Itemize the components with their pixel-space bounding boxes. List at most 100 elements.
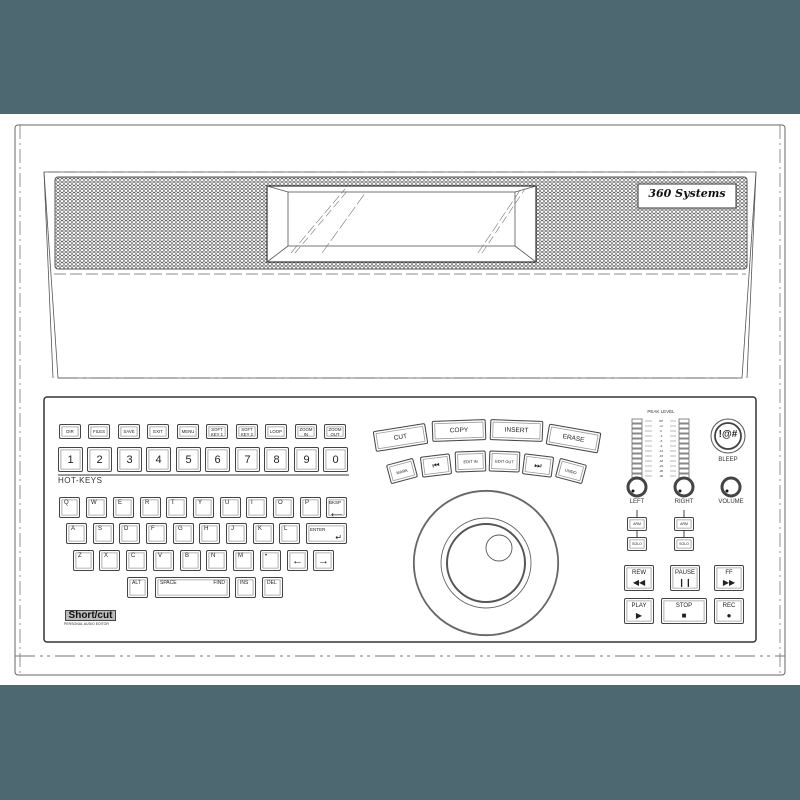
insert-button[interactable]: INSERT: [489, 419, 544, 442]
soft-key-1[interactable]: SOFT KEY 1: [206, 424, 228, 439]
key-t[interactable]: T: [166, 497, 187, 518]
play-button[interactable]: PLAY ▶: [624, 598, 654, 624]
jog-wheel[interactable]: [414, 491, 558, 635]
key-b[interactable]: B: [180, 550, 201, 571]
left-arm-button[interactable]: ARM: [627, 517, 647, 531]
number-key-2[interactable]: 2: [87, 447, 112, 472]
zoom-in-key[interactable]: ZOOM IN: [295, 424, 317, 439]
left-knob-label: LEFT: [629, 499, 645, 505]
backspace-arrow-icon: ⟵: [331, 510, 343, 519]
key-d[interactable]: D: [119, 523, 140, 544]
meter-scale-label: 0: [652, 429, 670, 433]
meter-scale-label: OP: [652, 419, 670, 423]
key-k[interactable]: K: [253, 523, 274, 544]
key-a[interactable]: A: [66, 523, 87, 544]
hotkeys-label: HOT-KEYS: [58, 476, 103, 485]
key-n[interactable]: N: [206, 550, 227, 571]
number-key-7[interactable]: 7: [235, 447, 260, 472]
record-label: REC: [722, 603, 736, 609]
key-z[interactable]: Z: [73, 550, 94, 571]
product-badge: Short/cut: [65, 610, 116, 621]
find-label: FIND: [213, 580, 225, 586]
volume-knob[interactable]: [720, 476, 742, 498]
meter-scale-label: -15: [652, 454, 670, 458]
key-i[interactable]: I: [246, 497, 267, 518]
jog-wheel-finger-dimple[interactable]: [486, 535, 512, 561]
pause-button[interactable]: PAUSE ❙❙: [670, 565, 700, 591]
fast-forward-button[interactable]: FF ▶▶: [714, 565, 744, 591]
number-key-9[interactable]: 9: [294, 447, 319, 472]
files-key[interactable]: FILES: [88, 424, 110, 439]
key-w[interactable]: W: [86, 497, 107, 518]
number-key-5[interactable]: 5: [176, 447, 201, 472]
play-icon: ▶: [635, 611, 643, 620]
enter-label: ENTER: [310, 527, 326, 532]
next-icon-button[interactable]: ⏭: [521, 453, 555, 478]
fast-forward-icon: ▶▶: [722, 578, 736, 587]
right-knob[interactable]: [673, 476, 695, 498]
left-arrow-key[interactable]: ←: [287, 550, 308, 571]
number-key-8[interactable]: 8: [264, 447, 289, 472]
left-solo-button[interactable]: SOLO: [627, 537, 647, 551]
left-knob[interactable]: [626, 476, 648, 498]
meter-scale-label: -9: [652, 444, 670, 448]
number-key-1[interactable]: 1: [58, 447, 83, 472]
loop-key[interactable]: LOOP: [265, 424, 287, 439]
zoom-out-key[interactable]: ZOOM OUT: [324, 424, 346, 439]
dir-key[interactable]: DIR: [59, 424, 81, 439]
key-period[interactable]: •: [260, 550, 281, 571]
key-q[interactable]: Q: [59, 497, 80, 518]
number-key-0[interactable]: 0: [323, 447, 348, 472]
space-find-key[interactable]: SPACE FIND: [155, 577, 230, 598]
ins-key[interactable]: INS: [235, 577, 256, 598]
meter-scale-label: -30: [652, 469, 670, 473]
right-arm-button[interactable]: ARM: [674, 517, 694, 531]
del-key[interactable]: DEL: [262, 577, 283, 598]
key-h[interactable]: H: [199, 523, 220, 544]
key-m[interactable]: M: [233, 550, 254, 571]
key-c[interactable]: C: [126, 550, 147, 571]
exit-key[interactable]: EXIT: [147, 424, 169, 439]
key-r[interactable]: R: [140, 497, 161, 518]
key-p[interactable]: P: [300, 497, 321, 518]
edit-in-button[interactable]: EDIT IN: [454, 450, 487, 473]
key-y[interactable]: Y: [193, 497, 214, 518]
bleep-label: BLEEP: [718, 457, 738, 463]
rewind-button[interactable]: REW ◀◀: [624, 565, 654, 591]
key-x[interactable]: X: [99, 550, 120, 571]
previous-icon-button[interactable]: ⏮: [419, 453, 453, 478]
play-label: PLAY: [631, 603, 647, 609]
menu-key[interactable]: MENU: [177, 424, 199, 439]
backspace-key[interactable]: BKSP ⟵: [326, 497, 347, 519]
volume-knob-label: VOLUME: [718, 499, 744, 505]
bleep-symbol-icon: !@#: [718, 429, 738, 440]
number-key-3[interactable]: 3: [117, 447, 142, 472]
right-arrow-key[interactable]: →: [313, 550, 334, 571]
record-button[interactable]: REC ●: [714, 598, 744, 624]
key-e[interactable]: E: [113, 497, 134, 518]
pause-label: PAUSE: [675, 570, 695, 576]
edit-out-button[interactable]: EDIT OUT: [488, 450, 521, 473]
key-v[interactable]: V: [153, 550, 174, 571]
key-o[interactable]: O: [273, 497, 294, 518]
right-solo-button[interactable]: SOLO: [674, 537, 694, 551]
stop-button[interactable]: STOP ■: [661, 598, 707, 624]
key-g[interactable]: G: [173, 523, 194, 544]
enter-arrow-icon: ↵: [335, 533, 342, 542]
enter-key[interactable]: ENTER ↵: [306, 523, 347, 544]
number-key-4[interactable]: 4: [146, 447, 171, 472]
meter-scale-label: -6: [652, 439, 670, 443]
key-f[interactable]: F: [146, 523, 167, 544]
key-u[interactable]: U: [220, 497, 241, 518]
number-key-6[interactable]: 6: [205, 447, 230, 472]
rewind-label: REW: [632, 570, 646, 576]
key-s[interactable]: S: [93, 523, 114, 544]
save-key[interactable]: SAVE: [118, 424, 140, 439]
key-j[interactable]: J: [226, 523, 247, 544]
alt-key[interactable]: ALT: [127, 577, 148, 598]
key-l[interactable]: L: [279, 523, 300, 544]
copy-button[interactable]: COPY: [431, 419, 487, 442]
bleep-button[interactable]: !@#: [711, 419, 745, 453]
soft-key-2[interactable]: SOFT KEY 2: [236, 424, 258, 439]
